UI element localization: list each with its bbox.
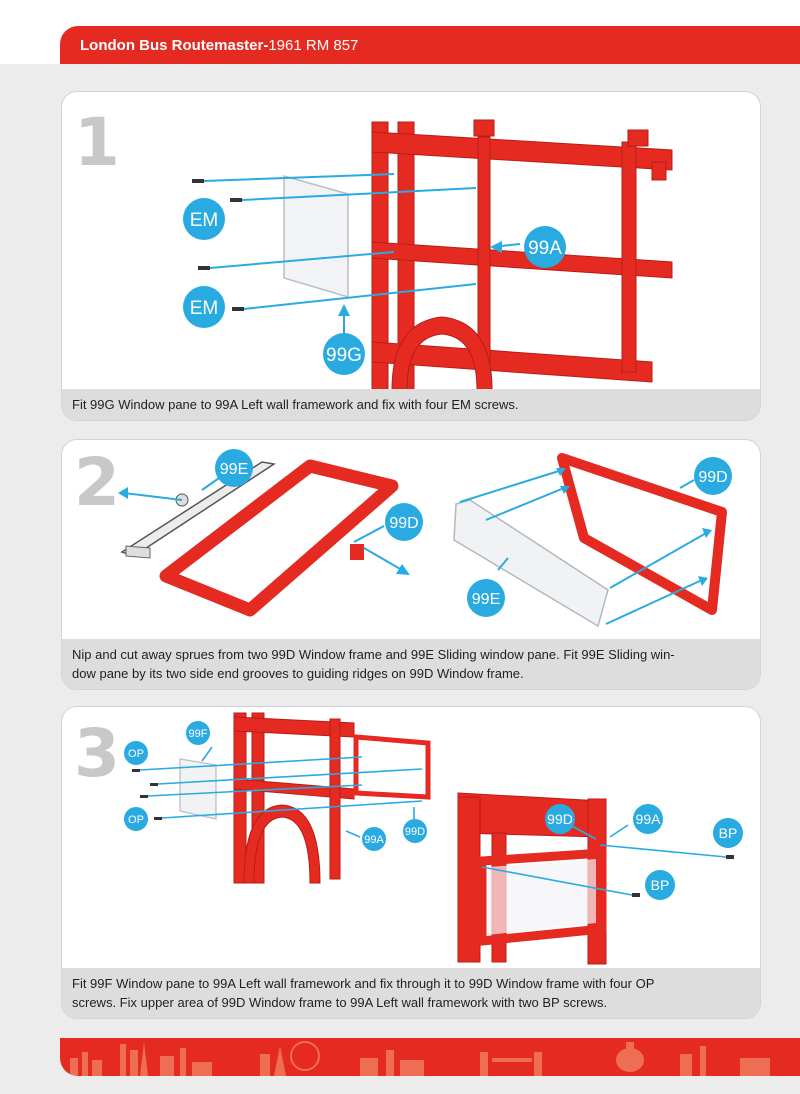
callout-em-top: EM — [183, 198, 225, 240]
svg-text:99D: 99D — [405, 826, 425, 838]
callout-99e-top: 99E — [215, 449, 253, 487]
callout-bp-bottom: BP — [645, 870, 675, 900]
callout-99a-small: 99A — [362, 827, 386, 851]
svg-text:EM: EM — [190, 298, 219, 319]
step-3-illustration: OP 99F OP 99A 99D 99D 99A BP BP — [124, 712, 743, 965]
svg-text:99G: 99G — [326, 345, 362, 366]
callout-99f: 99F — [186, 721, 210, 745]
footer-skyline-band — [60, 1038, 800, 1076]
step-3-caption: Fit 99F Window pane to 99A Left wall fra… — [62, 968, 760, 1018]
callout-op-bottom: OP — [124, 807, 148, 831]
step-1-number: 1 — [74, 104, 120, 181]
svg-text:99A: 99A — [636, 811, 662, 827]
svg-text:99D: 99D — [389, 515, 418, 532]
svg-text:BP: BP — [719, 825, 738, 841]
step-2-number: 2 — [74, 444, 120, 521]
window-frame-99d-right — [557, 453, 727, 615]
header-brand: London Bus Routemaster- — [80, 36, 269, 54]
svg-text:BP: BP — [651, 877, 670, 893]
step-2-panel: 2 — [61, 439, 761, 690]
header-model: 1961 RM 857 — [268, 36, 359, 54]
step-1-caption: Fit 99G Window pane to 99A Left wall fra… — [62, 389, 760, 420]
callout-99e-right: 99E — [467, 579, 505, 617]
step-3-caption-line-1: Fit 99F Window pane to 99A Left wall fra… — [72, 976, 655, 991]
page-header: London Bus Routemaster-1961 RM 857 — [60, 26, 800, 64]
wall-framework-99a-small — [233, 712, 355, 884]
callout-bp-top: BP — [713, 818, 743, 848]
svg-text:EM: EM — [190, 210, 219, 231]
em-screws — [192, 179, 244, 311]
step-2-caption-line-2: dow pane by its two side end grooves to … — [72, 666, 524, 681]
svg-text:99A: 99A — [528, 238, 562, 259]
svg-text:99A: 99A — [364, 834, 384, 846]
window-frame-99d-large — [477, 848, 607, 946]
window-frame-99d-left — [159, 459, 399, 617]
svg-text:99D: 99D — [547, 811, 573, 827]
step-3-number: 3 — [74, 715, 120, 792]
sliding-pane-99e — [453, 499, 609, 628]
callout-99g: 99G — [323, 333, 365, 375]
svg-text:99E: 99E — [220, 461, 248, 478]
callout-99d-left: 99D — [385, 503, 423, 541]
window-frame-99d-small — [353, 734, 431, 800]
callout-99d-small: 99D — [403, 819, 427, 843]
callout-em-bottom: EM — [183, 286, 225, 328]
svg-text:99D: 99D — [698, 469, 727, 486]
svg-text:OP: OP — [128, 814, 144, 826]
step-2-caption: Nip and cut away sprues from two 99D Win… — [62, 639, 760, 689]
svg-text:99F: 99F — [189, 728, 208, 740]
step-3-panel: 3 — [61, 706, 761, 1019]
svg-text:99E: 99E — [472, 591, 500, 608]
callout-99a-large: 99A — [633, 804, 663, 834]
step-3-caption-line-2: screws. Fix upper area of 99D Window fra… — [72, 995, 608, 1010]
london-skyline-graphic — [70, 1041, 770, 1076]
callout-99d-large: 99D — [545, 804, 575, 834]
svg-text:OP: OP — [128, 748, 144, 760]
callout-op-top: OP — [124, 741, 148, 765]
step-1-panel: 1 — [61, 91, 761, 421]
callout-99a: 99A — [524, 226, 566, 268]
callout-99d-right: 99D — [694, 457, 732, 495]
step-2-caption-line-1: Nip and cut away sprues from two 99D Win… — [72, 647, 675, 662]
wall-framework-99a — [371, 119, 673, 391]
step-2-illustration: 99E 99D 99D 99E — [118, 449, 732, 628]
step-1-illustration: EM EM 99A 99G — [183, 119, 673, 391]
